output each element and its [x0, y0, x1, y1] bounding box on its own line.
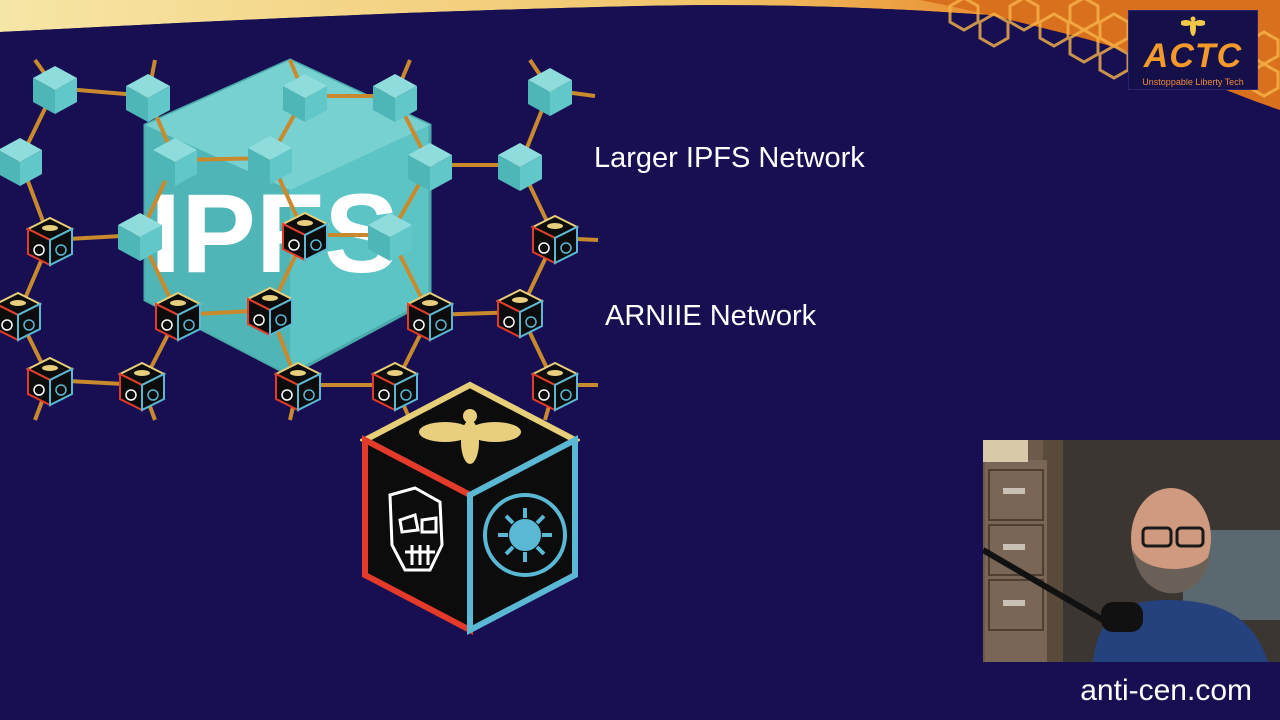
teal-cube-icon	[126, 74, 170, 122]
ipfs-nodes	[0, 66, 572, 261]
teal-cube-icon	[118, 213, 162, 261]
bee-skull-cube-icon	[0, 291, 43, 342]
bee-skull-cube-icon	[273, 361, 323, 412]
bee-skull-cube-icon	[245, 286, 295, 337]
teal-cube-icon	[153, 138, 197, 186]
bee-skull-cube-icon	[117, 361, 167, 412]
bee-skull-cube-icon	[25, 216, 75, 267]
bee-skull-cube-icon	[370, 361, 420, 412]
label-larger-ipfs-network: Larger IPFS Network	[594, 142, 865, 174]
teal-cube-icon	[248, 136, 292, 184]
presenter-webcam	[983, 440, 1280, 662]
actc-logo: ACTC Unstoppable Liberty Tech	[1128, 10, 1258, 90]
label-arniie-network: ARNIIE Network	[605, 300, 817, 332]
logo-tagline: Unstoppable Liberty Tech	[1142, 77, 1244, 87]
sun-icon	[483, 493, 567, 577]
teal-cube-icon	[408, 143, 452, 191]
teal-cube-icon	[528, 68, 572, 116]
teal-cube-icon	[0, 138, 42, 186]
teal-cube-icon	[373, 74, 417, 122]
teal-cube-icon	[498, 143, 542, 191]
teal-cube-icon	[368, 213, 412, 261]
footer-url: anti-cen.com	[1080, 674, 1252, 707]
arniie-nodes	[0, 211, 580, 412]
bee-skull-cube-icon	[495, 288, 545, 339]
arniie-cube-large	[360, 381, 580, 635]
logo-wordmark: ACTC	[1143, 37, 1243, 75]
bee-skull-cube-icon	[280, 211, 330, 262]
bee-skull-cube-icon	[25, 356, 75, 407]
bee-skull-cube-icon	[530, 361, 580, 412]
bee-skull-cube-icon	[153, 291, 203, 342]
skull-icon	[388, 486, 444, 572]
bee-icon	[419, 409, 521, 464]
bee-icon	[1181, 16, 1205, 36]
bee-skull-cube-icon	[405, 291, 455, 342]
bee-skull-cube-icon	[530, 214, 580, 265]
teal-cube-icon	[283, 74, 327, 122]
network-diagram: IPFS	[0, 58, 599, 421]
teal-cube-icon	[33, 66, 77, 114]
top-decorative-band	[0, 0, 1280, 40]
